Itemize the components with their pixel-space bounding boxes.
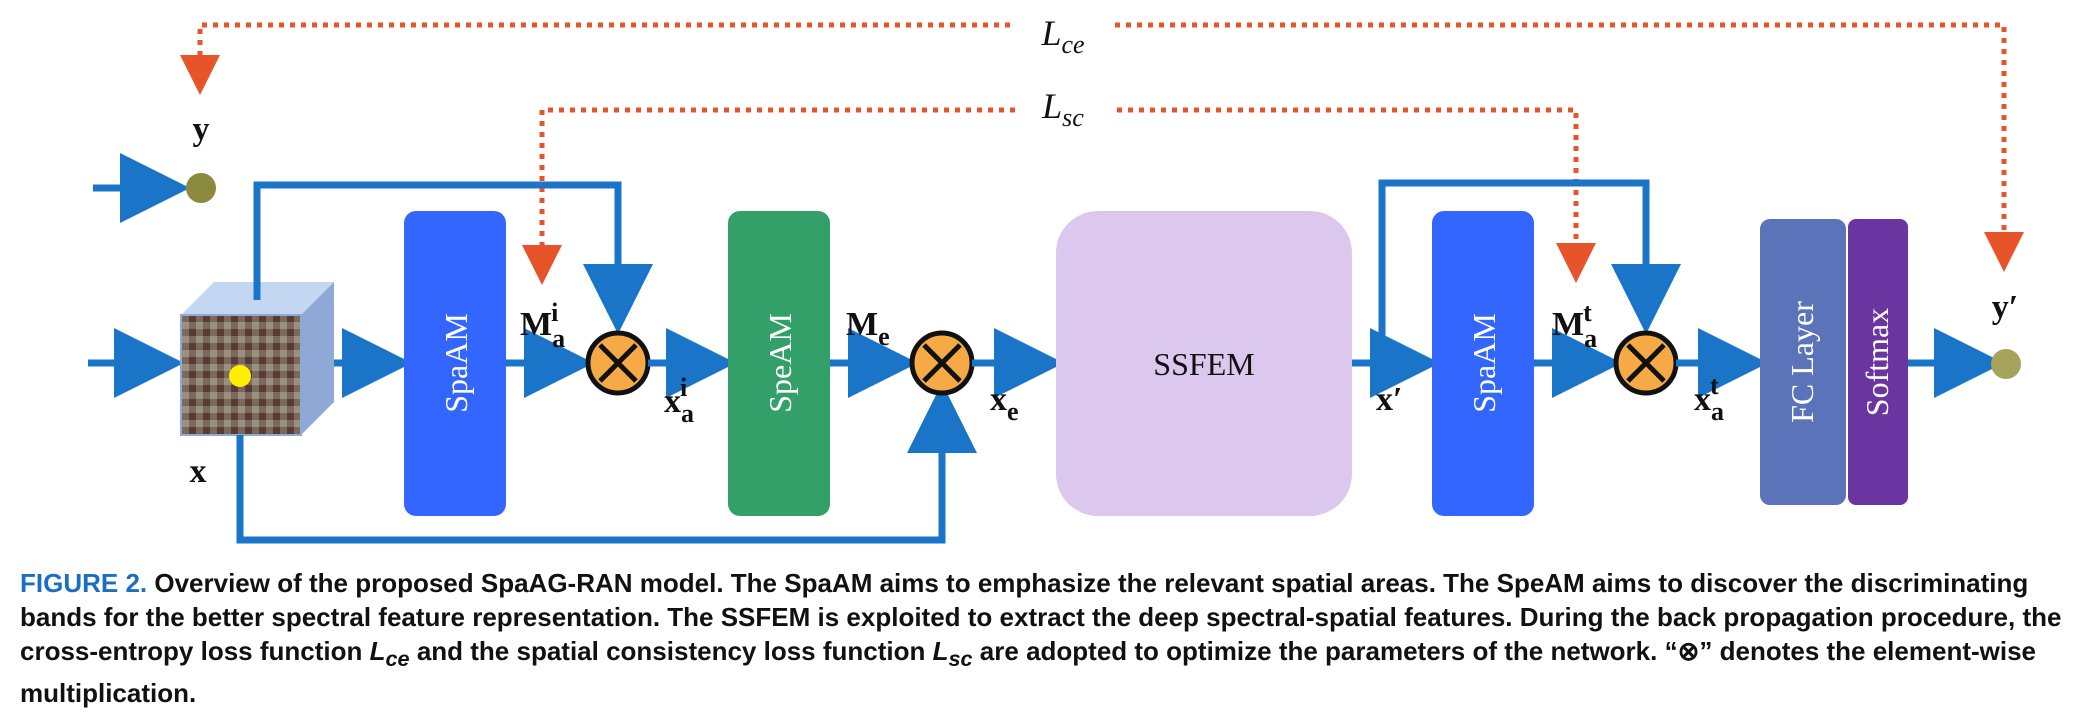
- multiply-node-3: [1613, 330, 1679, 396]
- caption-text-1: Overview of the proposed SpaAG-RAN model…: [20, 568, 2062, 666]
- center-pixel-dot: [229, 365, 251, 387]
- speam-block: [728, 211, 830, 516]
- symbol-xa-t: xat: [1694, 371, 1724, 426]
- symbol-x-prime: x′: [1376, 381, 1403, 418]
- output-dot: [1991, 349, 2021, 379]
- caption-text-3: are adopted to optimize the parameters o…: [20, 636, 2037, 709]
- spaam-block-2: [1432, 211, 1534, 516]
- spaam-block-1-label: SpaAM: [438, 313, 474, 413]
- softmax-block: [1848, 219, 1908, 505]
- input-x: x: [190, 453, 207, 490]
- fc-layer-block-label: FC Layer: [1784, 301, 1820, 423]
- hsi-cube: [180, 282, 334, 436]
- loss-ce-label: Lce: [1040, 13, 1084, 59]
- symbol-ma-i: Mai: [520, 298, 565, 353]
- label-dot: [186, 173, 216, 203]
- loss-ce-path: [180, 22, 2024, 272]
- caption-lce: Lce: [369, 636, 410, 672]
- output-y-prime: y′: [1992, 289, 2019, 326]
- symbol-me: Me: [846, 306, 890, 351]
- skip-top-1: [253, 181, 653, 334]
- softmax-block-label: Softmax: [1859, 308, 1895, 416]
- figure-caption: FIGURE 2. Overview of the proposed SpaAG…: [20, 566, 2080, 710]
- figure-label: FIGURE 2.: [20, 568, 148, 598]
- symbol-xa-i: xai: [664, 373, 694, 428]
- loss-sc-label: Lsc: [1041, 86, 1084, 132]
- symbol-xe: xe: [990, 381, 1019, 426]
- model-diagram: Lce Lsc y x SpaAM Mai xai SpeAM Me x: [88, 13, 2024, 544]
- skip-top-2: [1378, 179, 1681, 363]
- symbol-ma-t: Mat: [1552, 298, 1597, 353]
- caption-text-2: and the spatial consistency loss functio…: [409, 636, 933, 666]
- multiply-node-1: [585, 330, 651, 396]
- label-y: y: [193, 111, 210, 148]
- multiply-node-2: [909, 330, 975, 396]
- ssfem-block-label: SSFEM: [1153, 346, 1254, 382]
- skip-bottom: [236, 383, 977, 544]
- spaam-block-1: [404, 211, 506, 516]
- fc-layer-block: [1760, 219, 1846, 505]
- spaam-block-2-label: SpaAM: [1466, 313, 1502, 413]
- loss-sc-path: [522, 107, 1596, 285]
- speam-block-label: SpeAM: [762, 313, 798, 413]
- ssfem-block: [1056, 211, 1352, 516]
- caption-lsc: Lsc: [932, 636, 973, 672]
